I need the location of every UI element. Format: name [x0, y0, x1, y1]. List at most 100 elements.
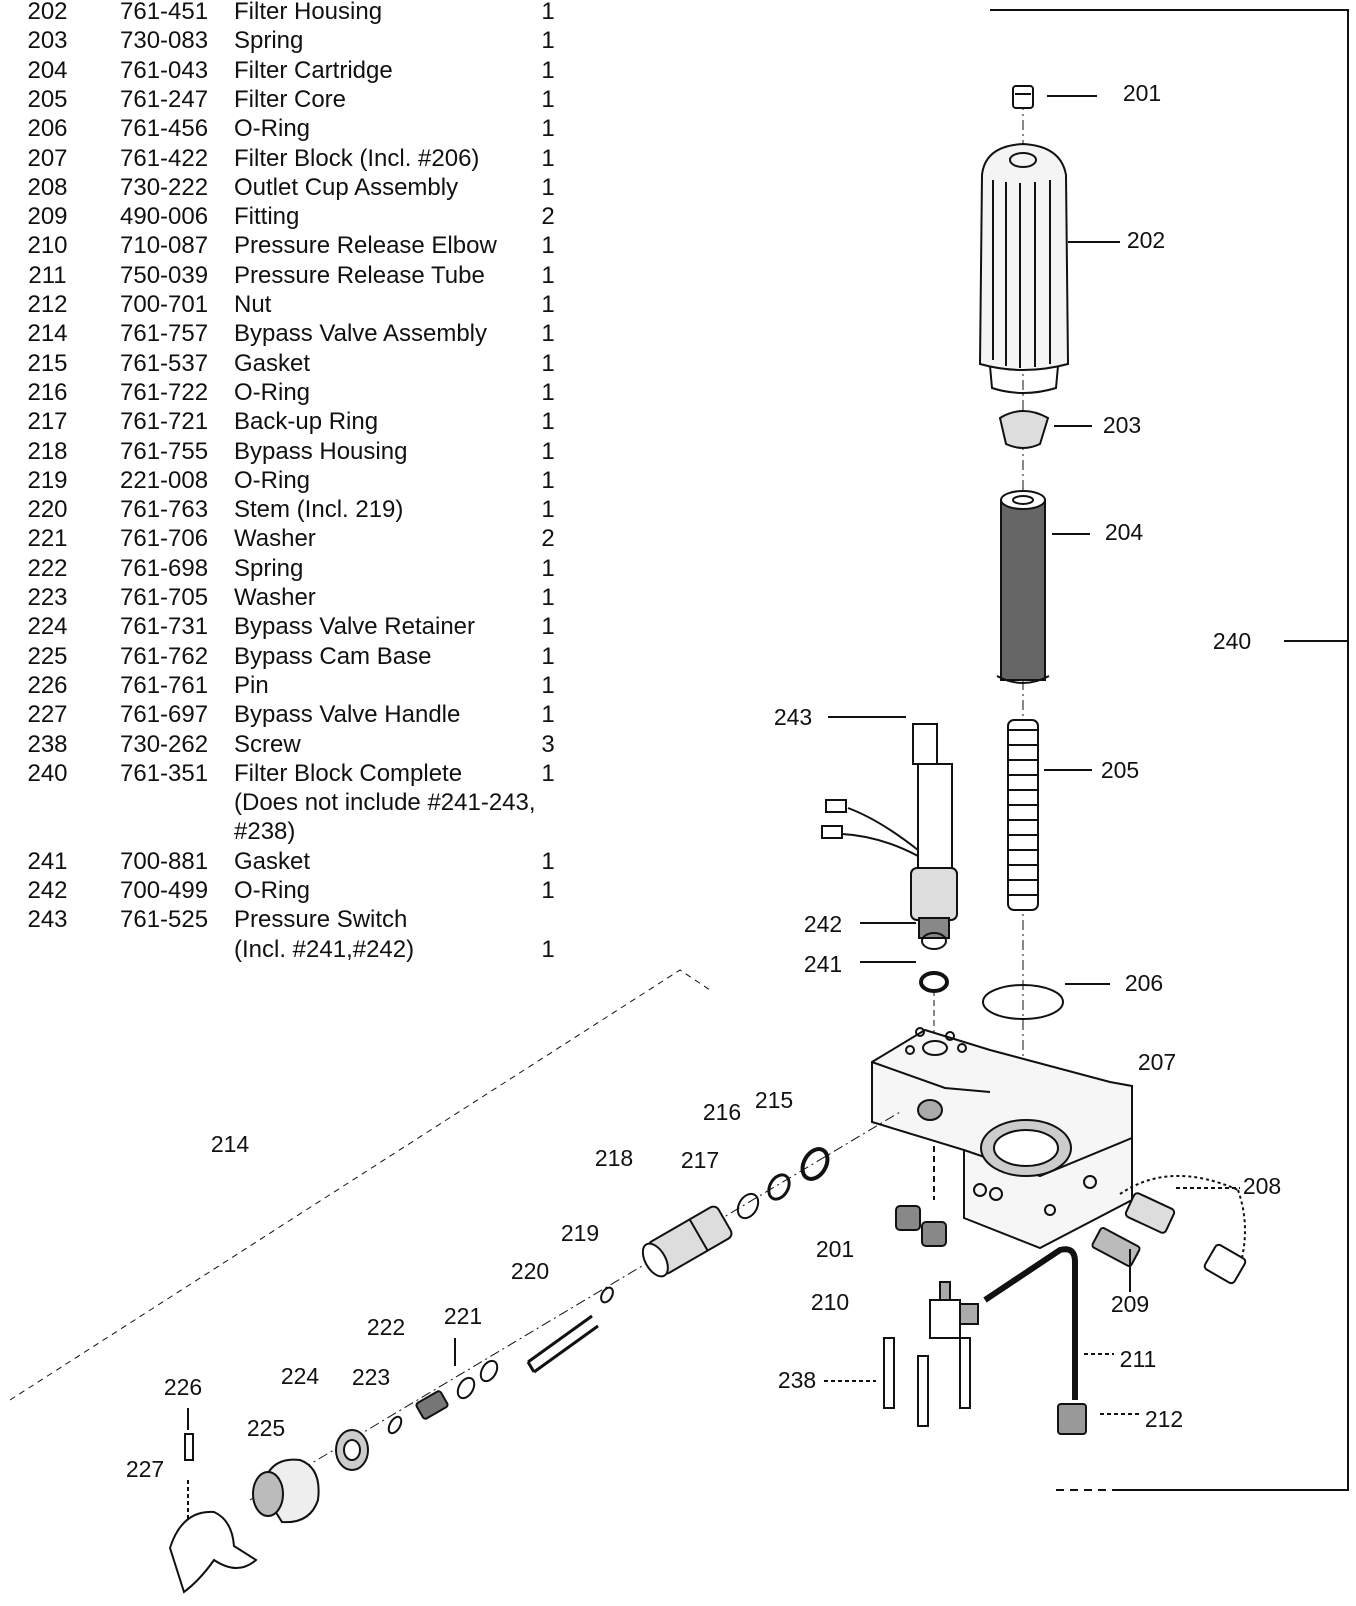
part-description: Pin [234, 671, 269, 699]
quantity: 2 [541, 525, 555, 553]
callout-204: 204 [1105, 519, 1144, 545]
part-description: Filter Block Complete [234, 759, 463, 787]
o-ring-206 [982, 984, 1064, 1020]
quantity: 1 [541, 115, 555, 143]
part-description: O-Ring [234, 115, 311, 143]
ref-number: 203 [27, 27, 68, 55]
stem-220 [526, 1314, 599, 1374]
bypass-cam-base-225 [252, 1458, 320, 1524]
part-number: 761-761 [120, 671, 209, 699]
part-description: Stem (Incl. 219) [234, 496, 404, 524]
part-description: Outlet Cup Assembly [234, 173, 459, 201]
quantity: 1 [541, 554, 555, 582]
quantity: 1 [541, 27, 555, 55]
callout-219: 219 [561, 1220, 599, 1246]
ref-number: 227 [27, 701, 68, 729]
filter-core-spring-205 [1007, 719, 1039, 911]
part-number: 761-422 [120, 144, 209, 172]
callout-223: 223 [352, 1364, 390, 1390]
callout-206: 206 [1125, 970, 1163, 996]
filter-cartridge-204 [996, 490, 1050, 684]
part-description: O-Ring [234, 378, 311, 406]
ref-number: 219 [27, 466, 68, 494]
ref-number: 223 [27, 584, 68, 611]
callout-242: 242 [804, 911, 842, 937]
part-description: Bypass Valve Handle [234, 701, 461, 729]
quantity: 1 [541, 466, 555, 494]
callout-210: 210 [811, 1289, 849, 1315]
part-number: 730-083 [120, 27, 209, 55]
quantity: 1 [541, 291, 555, 318]
callout-240: 240 [1213, 628, 1251, 654]
part-number: 730-222 [120, 173, 209, 201]
part-description: Washer [234, 584, 316, 611]
ref-number: 211 [28, 261, 67, 289]
plug-201-top [1012, 85, 1034, 109]
back-up-ring-217 [736, 1192, 760, 1220]
callout-207: 207 [1138, 1049, 1176, 1075]
callout-208: 208 [1243, 1173, 1281, 1199]
ref-number: 243 [27, 906, 68, 934]
ref-number: 215 [27, 349, 68, 377]
part-description: #238) [234, 818, 296, 846]
part-description: Pressure Release Elbow [234, 232, 497, 260]
quantity: 1 [541, 144, 555, 172]
ref-number: 217 [27, 408, 68, 436]
outlet-cup-assembly-208 [1119, 1175, 1247, 1285]
part-description: Spring [234, 27, 304, 55]
pin-226 [184, 1433, 194, 1461]
callout-201-lower: 201 [816, 1236, 854, 1262]
ref-number: 214 [27, 320, 68, 348]
ref-number: 221 [27, 525, 68, 553]
ref-number: 242 [27, 877, 68, 904]
part-number: 761-763 [120, 496, 209, 524]
quantity: 1 [541, 56, 555, 84]
callout-243: 243 [774, 704, 812, 730]
part-description: Bypass Housing [234, 437, 408, 465]
quantity: 1 [541, 378, 555, 406]
callout-205: 205 [1101, 757, 1139, 783]
gasket-215 [800, 1147, 830, 1181]
pressure-switch-243 [821, 723, 958, 939]
part-description: O-Ring [234, 466, 311, 494]
quantity: 1 [541, 320, 555, 348]
part-number: 761-537 [120, 349, 209, 377]
callout-202: 202 [1127, 227, 1165, 253]
part-number: 761-705 [120, 584, 209, 611]
quantity: 1 [541, 173, 555, 201]
fitting-209 [1091, 1227, 1141, 1267]
filter-block-207 [871, 1027, 1133, 1250]
quantity: 1 [541, 437, 555, 465]
callout-217: 217 [681, 1147, 719, 1173]
screws-238 [883, 1337, 971, 1427]
part-description: (Incl. #241,#242) [234, 935, 415, 963]
quantity: 1 [541, 232, 555, 260]
callout-216: 216 [703, 1099, 741, 1125]
ref-number: 241 [27, 847, 68, 875]
quantity: 1 [541, 584, 555, 611]
callout-241: 241 [804, 951, 842, 977]
callout-214: 214 [211, 1131, 250, 1157]
part-number: 730-262 [120, 730, 209, 758]
plug-201-lower-b [921, 1221, 947, 1247]
pressure-release-tube-211 [983, 1246, 1078, 1400]
ref-number: 208 [27, 173, 68, 201]
callout-212: 212 [1145, 1406, 1183, 1432]
part-number: 700-881 [120, 847, 209, 875]
part-description: Nut [234, 291, 272, 318]
assembly-240-bracket [990, 9, 1349, 1491]
ref-number: 204 [27, 56, 68, 84]
ref-number: 206 [27, 115, 68, 143]
part-number: 761-697 [120, 701, 209, 729]
part-description: Filter Housing [234, 0, 383, 25]
callout-203: 203 [1103, 412, 1141, 438]
quantity: 1 [541, 0, 555, 25]
callout-224: 224 [281, 1363, 320, 1389]
ref-number: 207 [27, 144, 68, 172]
part-description: (Does not include #241-243, [234, 789, 536, 817]
part-number: 750-039 [120, 261, 209, 289]
part-description: Back-up Ring [234, 408, 379, 436]
quantity: 1 [541, 847, 555, 875]
callout-220: 220 [511, 1258, 549, 1284]
plug-201-lower-a [895, 1205, 921, 1231]
